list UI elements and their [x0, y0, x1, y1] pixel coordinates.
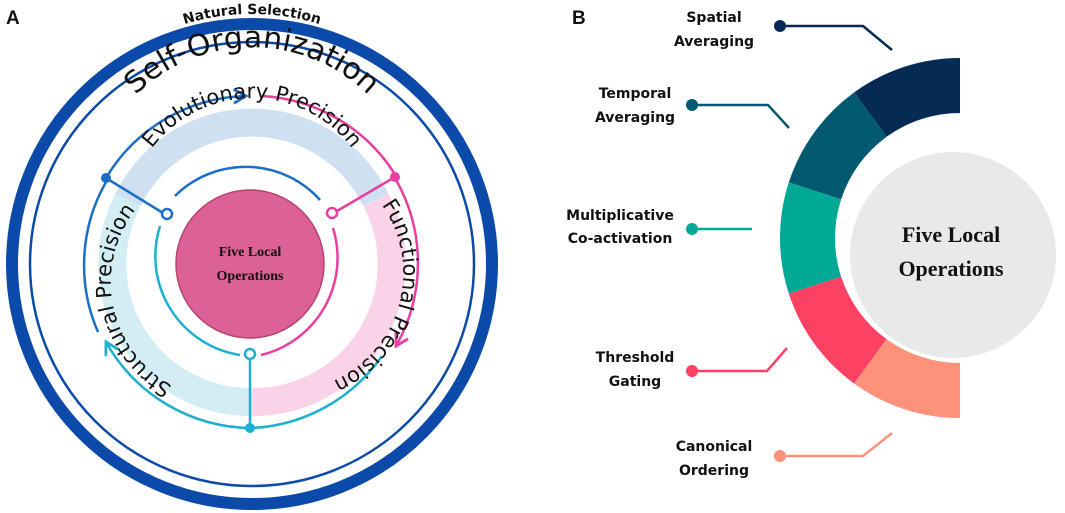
- functional-band: [251, 193, 406, 417]
- evolutionary-cycle-arc-left: [82, 181, 108, 333]
- operation-segment-canonical: [854, 339, 960, 418]
- inner-arc-cyan: [154, 225, 241, 357]
- panel-a-label: A: [6, 8, 20, 29]
- evolutionary-cycle-arrow: [104, 88, 249, 179]
- natural-selection-ring: [6, 18, 498, 510]
- center-label-a-line1: Five Local: [219, 245, 282, 260]
- operation-segment-spatial: [854, 58, 960, 137]
- leader-line: [780, 432, 893, 458]
- structural-node-outer: [245, 423, 255, 433]
- operation-ring: [779, 58, 960, 418]
- structural-node-inner: [243, 347, 257, 361]
- center-label-b-line2: Operations: [898, 256, 1004, 281]
- panel-b: B Five Local Operations Spatial Averagin…: [566, 8, 1056, 479]
- operation-segment-threshold: [788, 276, 887, 384]
- leader-line: [692, 347, 788, 373]
- leader-line: [780, 24, 893, 51]
- operation-label-line1: Threshold: [596, 350, 675, 366]
- panel-b-label: B: [572, 8, 586, 29]
- leader-line: [692, 103, 790, 129]
- center-circle-a: [175, 189, 325, 339]
- structural-cycle-arc-right: [251, 355, 384, 430]
- center-circle-b: [850, 152, 1056, 358]
- evolutionary-node-outer: [101, 173, 111, 183]
- callout-temporal-averaging: Temporal Averaging: [595, 86, 790, 129]
- functional-cycle-arc-top: [261, 94, 398, 177]
- structural-band: [98, 193, 253, 417]
- callout-spatial-averaging: Spatial Averaging: [674, 10, 893, 51]
- functional-node-inner: [325, 206, 339, 220]
- operation-label-line1: Spatial: [686, 10, 741, 26]
- self-organization-ring: [28, 40, 476, 488]
- evolutionary-band: [115, 108, 389, 207]
- leader-dot: [686, 365, 698, 377]
- operation-segment-multiplicative: [779, 182, 842, 294]
- evolutionary-connector: [105, 176, 164, 215]
- operation-label-line2: Averaging: [674, 34, 754, 50]
- center-label-a-line2: Operations: [217, 269, 284, 284]
- panel-a: A Natural Selection Self-Organization: [6, 2, 498, 510]
- center-label-b-line1: Five Local: [902, 222, 1000, 247]
- evolutionary-node-inner: [160, 207, 174, 221]
- functional-connector: [336, 175, 396, 213]
- operation-label-line2: Co-activation: [568, 231, 673, 247]
- functional-cycle-arrow: [394, 179, 420, 349]
- operation-label-line1: Multiplicative: [566, 208, 674, 224]
- leader-dot: [774, 20, 786, 32]
- inner-arc-blue: [174, 165, 321, 201]
- operation-segment-temporal: [788, 92, 887, 200]
- structural-cycle-arrow: [104, 339, 253, 430]
- leader-dot: [774, 450, 786, 462]
- leader-dot: [686, 223, 698, 235]
- operation-label-line1: Canonical: [676, 439, 753, 455]
- functional-node-outer: [390, 172, 400, 182]
- callout-multiplicative-co-activation: Multiplicative Co-activation: [566, 208, 752, 247]
- inner-arc-pink: [260, 227, 339, 357]
- operation-label-line1: Temporal: [599, 86, 672, 102]
- operation-label-line2: Ordering: [679, 463, 749, 479]
- operation-label-line2: Averaging: [595, 110, 675, 126]
- operation-label-line2: Gating: [609, 374, 661, 390]
- callout-threshold-gating: Threshold Gating: [596, 347, 788, 390]
- callout-canonical-ordering: Canonical Ordering: [676, 432, 893, 479]
- leader-dot: [686, 99, 698, 111]
